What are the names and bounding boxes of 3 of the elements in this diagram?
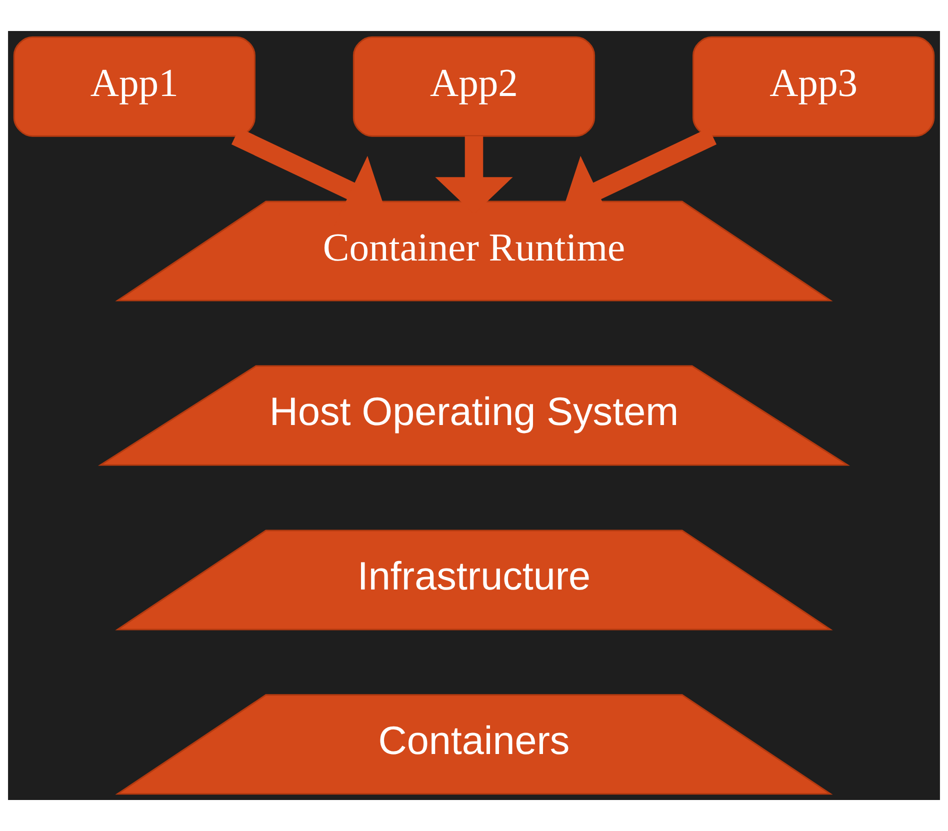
node-box: App3 <box>692 36 935 137</box>
node-box: App2 <box>352 36 596 137</box>
node-box: App1 <box>13 36 256 137</box>
